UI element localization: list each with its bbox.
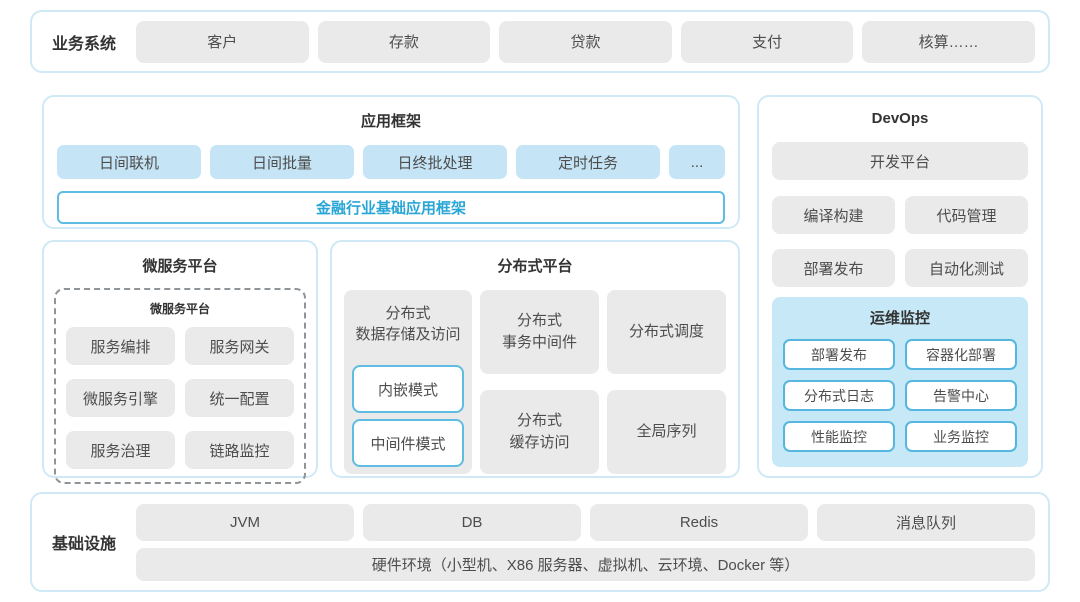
block-distributed-transaction-middleware: 分布式 事务中间件 [480, 290, 599, 374]
distributed-platform-section: 分布式平台 分布式 数据存储及访问 内嵌模式 中间件模式 分布式 事务中间件 分… [330, 240, 740, 478]
block-distributed-cache-access: 分布式 缓存访问 [480, 390, 599, 474]
block-distributed-scheduling: 分布式调度 [607, 290, 726, 374]
infrastructure-list: JVM DB Redis 消息队列 [136, 503, 1035, 541]
block-distributed-data-storage: 分布式 数据存储及访问 内嵌模式 中间件模式 [344, 290, 472, 474]
chip-middleware-mode: 中间件模式 [352, 419, 464, 467]
chip-deploy-release: 部署发布 [783, 339, 895, 370]
block-build: 编译构建 [772, 196, 895, 234]
block-more-ellipsis: ... [669, 145, 725, 179]
block-loan: 贷款 [499, 20, 672, 63]
block-trace-monitor: 链路监控 [185, 431, 294, 469]
infrastructure-content: JVM DB Redis 消息队列 硬件环境（小型机、X86 服务器、虚拟机、云… [136, 503, 1035, 581]
chip-alert-center: 告警中心 [905, 380, 1017, 411]
block-accounting: 核算…… [862, 20, 1035, 63]
devops-section: DevOps 开发平台 编译构建 代码管理 部署发布 自动化测试 运维监控 部署… [757, 95, 1043, 478]
block-scheduled-tasks: 定时任务 [516, 145, 660, 179]
chip-performance-monitor: 性能监控 [783, 421, 895, 452]
devops-tools-grid: 编译构建 代码管理 部署发布 自动化测试 [772, 196, 1028, 287]
block-jvm: JVM [136, 503, 354, 541]
ops-monitor-panel: 运维监控 部署发布 容器化部署 分布式日志 告警中心 性能监控 业务监控 [772, 297, 1028, 467]
infrastructure-section: 基础设施 JVM DB Redis 消息队列 硬件环境（小型机、X86 服务器、… [30, 492, 1050, 592]
infrastructure-label: 基础设施 [51, 536, 116, 553]
block-dev-platform: 开发平台 [772, 142, 1028, 180]
block-microservice-engine: 微服务引擎 [66, 379, 175, 417]
microservice-inner-panel: 微服务平台 服务编排 服务网关 微服务引擎 统一配置 服务治理 链路监控 [54, 288, 306, 484]
chip-embedded-mode: 内嵌模式 [352, 365, 464, 413]
distributed-grid: 分布式 数据存储及访问 内嵌模式 中间件模式 分布式 事务中间件 分布式调度 分… [344, 290, 726, 474]
block-deploy-release: 部署发布 [772, 249, 895, 287]
chip-distributed-logging: 分布式日志 [783, 380, 895, 411]
finance-base-framework-bar: 金融行业基础应用框架 [57, 191, 725, 224]
microservice-platform-section: 微服务平台 微服务平台 服务编排 服务网关 微服务引擎 统一配置 服务治理 链路… [42, 240, 318, 484]
microservice-inner-title: 微服务平台 [149, 302, 210, 316]
microservice-platform-title: 微服务平台 [142, 258, 218, 275]
ops-monitor-title: 运维监控 [869, 310, 930, 327]
microservice-grid: 服务编排 服务网关 微服务引擎 统一配置 服务治理 链路监控 [66, 327, 294, 469]
block-automated-testing: 自动化测试 [905, 249, 1028, 287]
ops-monitor-grid: 部署发布 容器化部署 分布式日志 告警中心 性能监控 业务监控 [783, 339, 1017, 452]
block-payment: 支付 [680, 20, 854, 63]
devops-title: DevOps [871, 110, 929, 127]
chip-business-monitor: 业务监控 [905, 421, 1017, 452]
block-message-queue: 消息队列 [817, 503, 1035, 541]
block-daytime-batch: 日间批量 [210, 145, 354, 179]
block-daytime-online: 日间联机 [57, 145, 201, 179]
app-framework-title: 应用框架 [360, 113, 421, 130]
business-systems-section: 业务系统 客户 存款 贷款 支付 核算…… [30, 10, 1050, 73]
block-service-governance: 服务治理 [66, 431, 175, 469]
block-service-gateway: 服务网关 [185, 327, 294, 365]
block-db: DB [363, 503, 581, 541]
block-deposit: 存款 [317, 20, 491, 63]
block-code-management: 代码管理 [905, 196, 1028, 234]
block-eod-batch: 日终批处理 [363, 145, 507, 179]
block-global-sequence: 全局序列 [607, 390, 726, 474]
block-service-orchestration: 服务编排 [66, 327, 175, 365]
distributed-platform-title: 分布式平台 [497, 258, 573, 275]
app-framework-section: 应用框架 日间联机 日间批量 日终批处理 定时任务 ... 金融行业基础应用框架 [42, 95, 740, 229]
block-redis: Redis [590, 503, 808, 541]
business-systems-list: 客户 存款 贷款 支付 核算…… [136, 20, 1035, 63]
block-unified-config: 统一配置 [185, 379, 294, 417]
block-customer: 客户 [136, 20, 309, 63]
distributed-data-storage-label: 分布式 数据存储及访问 [355, 305, 461, 343]
business-systems-label: 业务系统 [51, 35, 116, 53]
hardware-environment-bar: 硬件环境（小型机、X86 服务器、虚拟机、云环境、Docker 等） [136, 547, 1035, 581]
app-framework-modules: 日间联机 日间批量 日终批处理 定时任务 ... [57, 145, 725, 179]
chip-container-deploy: 容器化部署 [905, 339, 1017, 370]
